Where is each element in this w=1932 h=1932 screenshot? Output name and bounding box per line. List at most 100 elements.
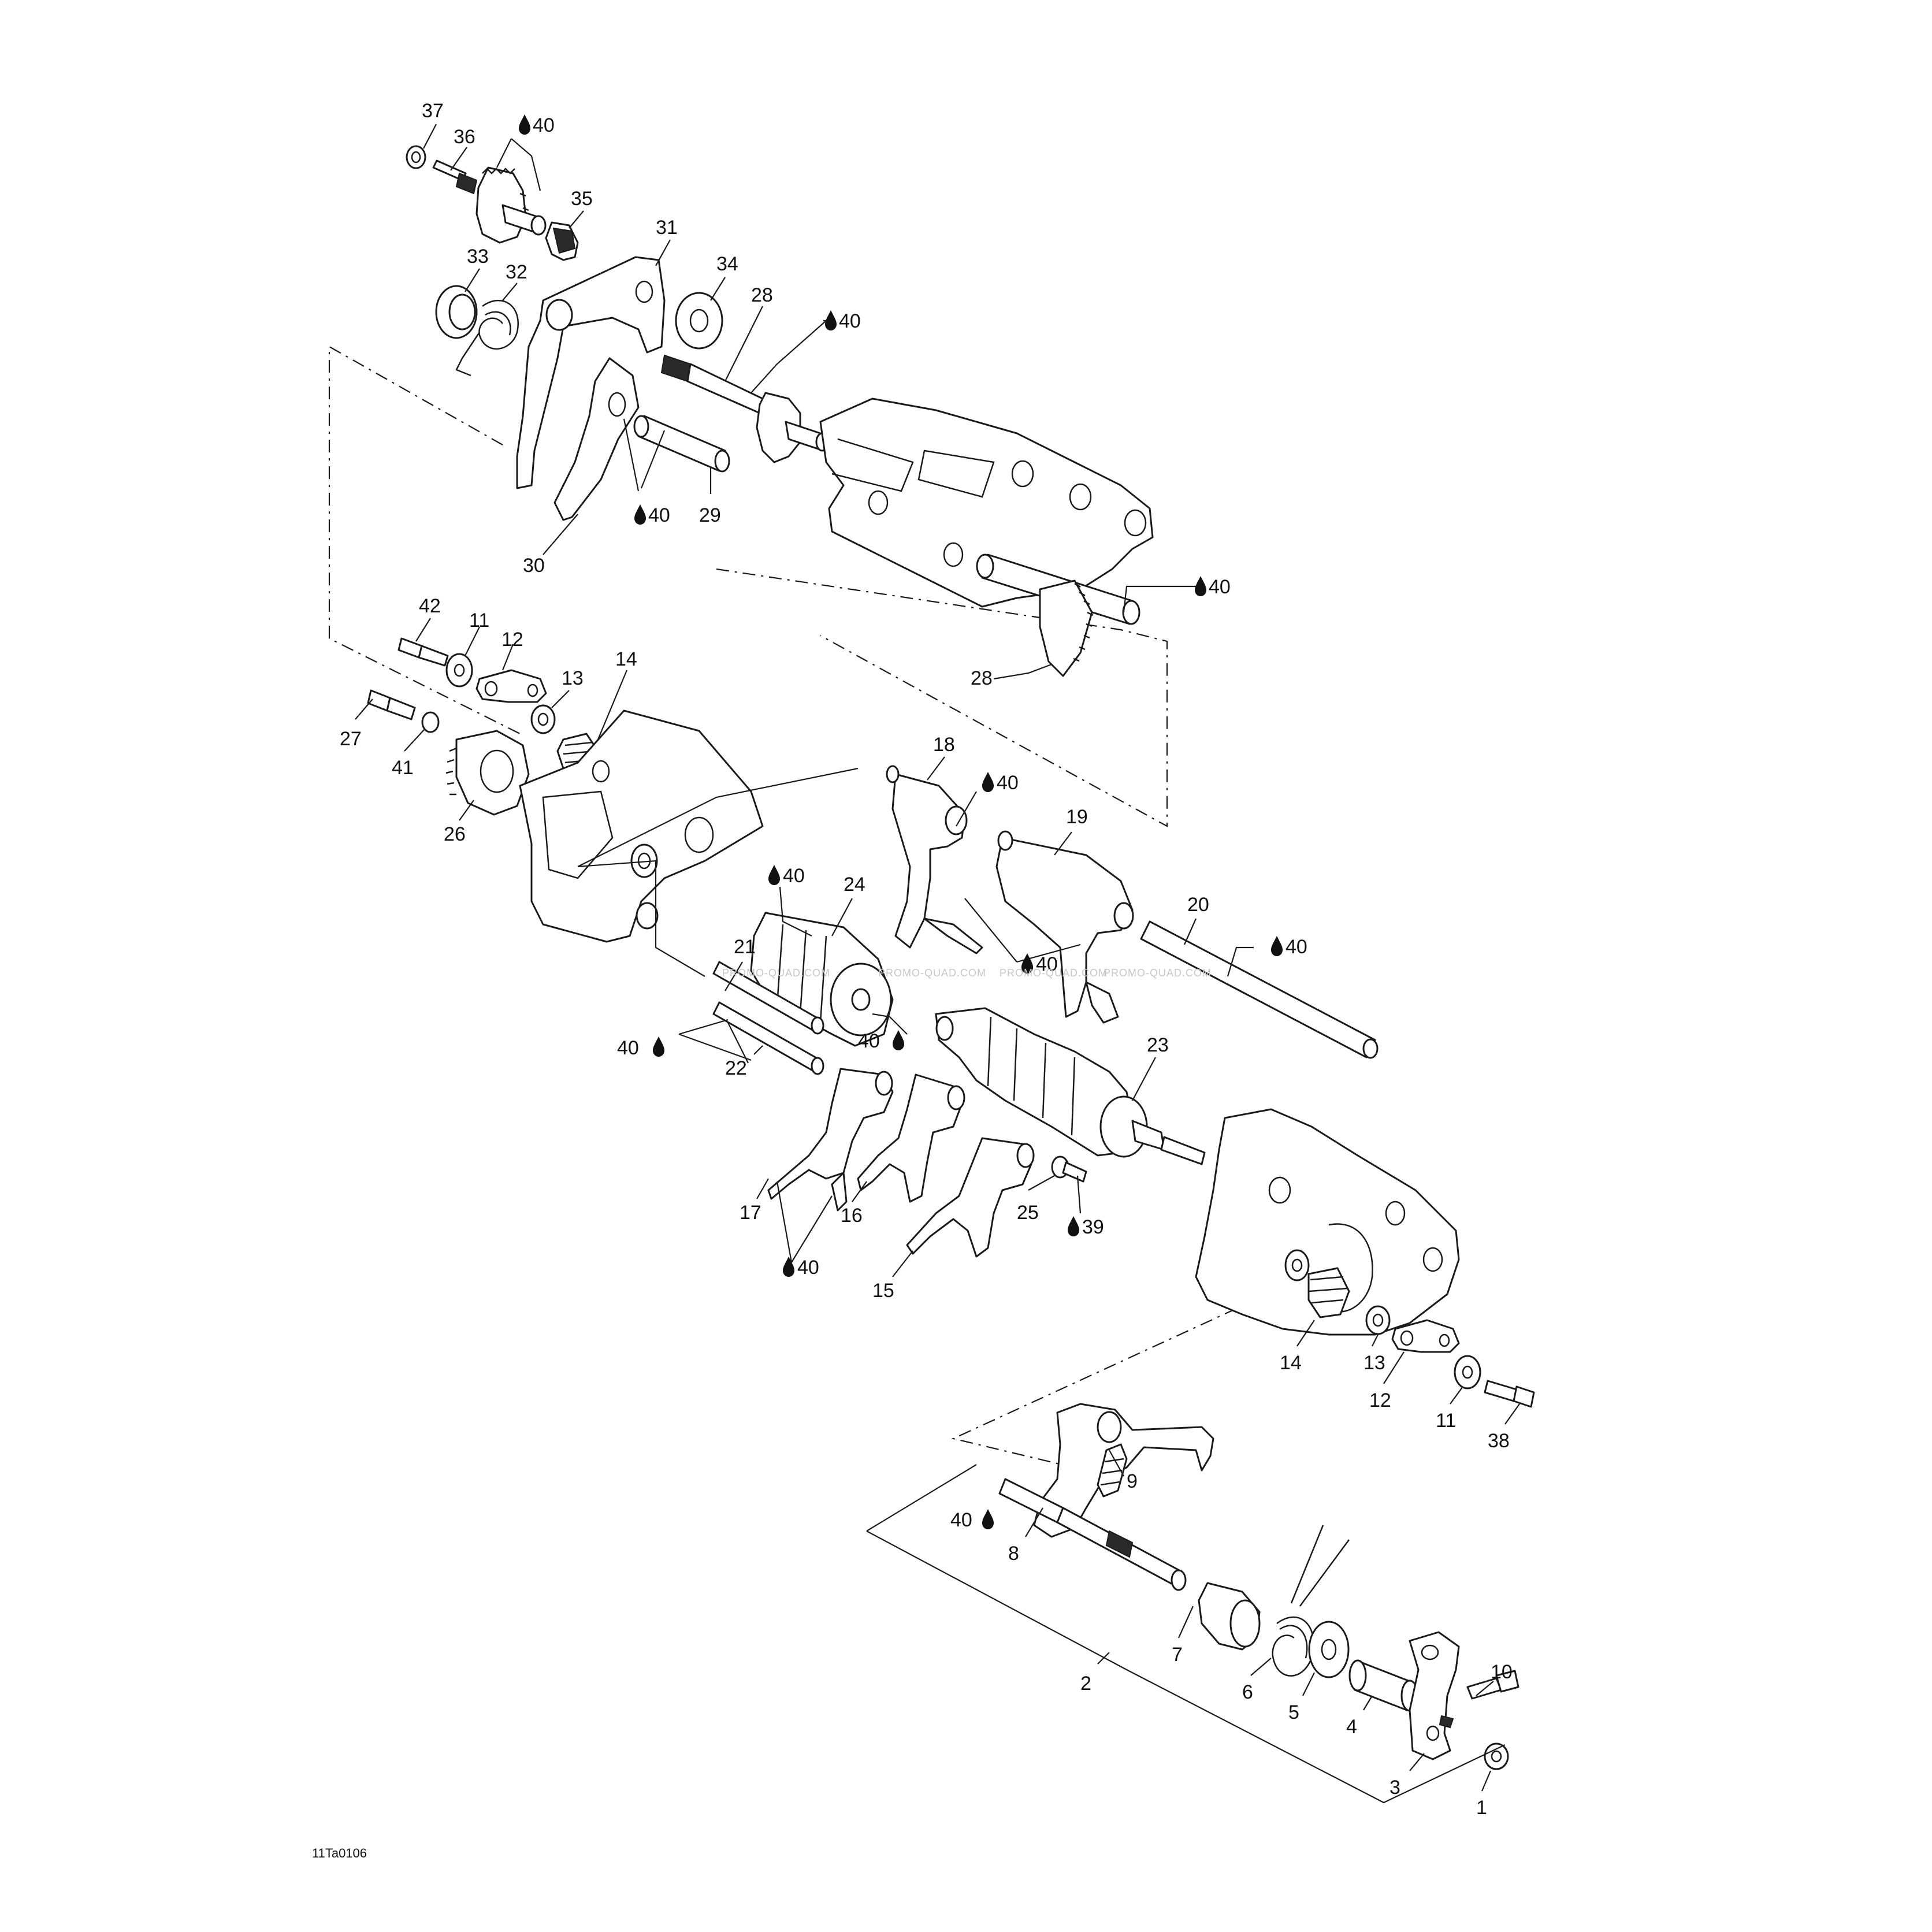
part-10-bolt: [1466, 1670, 1519, 1700]
callout-24: 24: [844, 874, 865, 896]
part-16-shift-fork: [857, 1073, 965, 1203]
callout-15: 15: [872, 1280, 894, 1302]
callout-labels: 37 36 40 35 31 33 32 34 28 40 40 29 30 4…: [340, 100, 1513, 1819]
callout-1: 1: [1476, 1797, 1487, 1819]
part-8-shift-shaft-lever: [998, 1403, 1214, 1591]
callout-40: 40: [797, 1257, 819, 1279]
part-11-washer-left: [445, 653, 473, 688]
callout-19: 19: [1066, 806, 1088, 828]
callout-8: 8: [1008, 1543, 1019, 1565]
part-1-washer: [1484, 1742, 1509, 1770]
part-42-bolt: [397, 637, 449, 667]
part-20-fork-shaft: [1140, 920, 1379, 1059]
part-12-plate-right: [1391, 1319, 1460, 1353]
callout-26: 26: [444, 823, 466, 845]
part-13-bushing-right: [1365, 1305, 1391, 1335]
callout-29: 29: [699, 504, 721, 526]
gearbox-housing-left: [519, 709, 764, 943]
callout-12-right: 12: [1369, 1389, 1391, 1411]
watermark: PROMO-QUAD.COM PROMO-QUAD.COM PROMO-QUAD…: [722, 967, 1212, 979]
callout-11-left: 11: [469, 610, 489, 631]
callout-40: 40: [1036, 953, 1058, 975]
part-14-spring-right: [1307, 1267, 1350, 1318]
oil-drop-icon: [893, 1030, 904, 1050]
callout-38: 38: [1488, 1430, 1510, 1452]
watermark-text: PROMO-QUAD.COM: [1104, 967, 1212, 979]
part-26-ratchet-gear: [445, 730, 530, 816]
part-11-washer-right: [1454, 1355, 1481, 1389]
oil-drop-icon: [634, 504, 646, 525]
callout-10: 10: [1491, 1661, 1513, 1683]
gearbox-housing-right: [1195, 1108, 1460, 1336]
callout-40: 40: [648, 504, 670, 526]
oil-drop-icon: [1271, 936, 1283, 956]
oil-drop-icon: [1068, 1216, 1079, 1236]
part-37-washer: [406, 145, 426, 169]
watermark-text: PROMO-QUAD.COM: [1000, 967, 1108, 979]
part-23-shift-drum: [935, 1007, 1206, 1165]
callout-14-left: 14: [615, 648, 637, 670]
leader-lines: [355, 124, 1520, 1804]
callout-13-right: 13: [1363, 1352, 1385, 1374]
part-38-bolt: [1484, 1380, 1535, 1408]
callout-30: 30: [523, 555, 545, 577]
callout-20: 20: [1187, 894, 1209, 916]
part-28-shift-sector: [1039, 579, 1094, 677]
callout-5: 5: [1288, 1701, 1299, 1723]
callout-40: 40: [617, 1037, 639, 1059]
part-3-shift-lever: [1409, 1631, 1460, 1760]
part-6-torsion-spring: [1272, 1525, 1350, 1677]
callout-11-right: 11: [1436, 1410, 1456, 1432]
callout-21: 21: [734, 936, 756, 958]
oil-drop-icon: [982, 1509, 994, 1529]
callout-14-right: 14: [1280, 1352, 1302, 1374]
part-41-washer: [421, 711, 440, 733]
oil-drop-icon: [783, 1257, 794, 1277]
callout-9: 9: [1127, 1470, 1138, 1492]
oil-drop-icons: [519, 114, 1283, 1529]
part-35-spring: [545, 221, 579, 261]
watermark-text: PROMO-QUAD.COM: [722, 967, 830, 979]
callout-25: 25: [1017, 1202, 1039, 1224]
callout-16: 16: [841, 1205, 863, 1227]
gearbox-housing-upper: [819, 397, 1154, 625]
part-28-shift-shaft-upper: [660, 354, 829, 463]
part-9-spring: [1097, 1443, 1128, 1498]
part-34-washer: [675, 292, 723, 350]
part-30-shift-arm: [553, 357, 640, 521]
callout-22: 22: [725, 1057, 747, 1079]
callout-32: 32: [506, 261, 527, 283]
oil-drop-icon: [768, 865, 780, 885]
callout-13-left: 13: [562, 667, 584, 689]
part-19-shift-fork: [995, 830, 1134, 1024]
oil-drop-icon: [1021, 953, 1033, 974]
callout-33: 33: [467, 246, 489, 267]
part-21-22-shafts: [712, 961, 824, 1075]
part-24-shift-drum-cam: [750, 912, 894, 1047]
oil-drop-icon: [825, 310, 837, 330]
oil-drop-icon: [519, 114, 530, 135]
callout-27: 27: [340, 728, 362, 750]
callout-40: 40: [858, 1030, 880, 1052]
callout-3: 3: [1389, 1777, 1400, 1799]
callout-17: 17: [740, 1202, 761, 1224]
callout-40: 40: [950, 1509, 972, 1531]
callout-6: 6: [1242, 1681, 1253, 1703]
oil-drop-icon: [1195, 576, 1206, 596]
part-4-bushing: [1348, 1659, 1419, 1712]
part-31-shift-lever: [516, 256, 666, 489]
part-13-bushing-left: [530, 704, 556, 734]
figure-code: 11Ta0106: [312, 1846, 367, 1860]
watermark-text: PROMO-QUAD.COM: [878, 967, 986, 979]
callout-36: 36: [454, 126, 475, 148]
callout-40: 40: [1285, 936, 1307, 958]
callout-4: 4: [1346, 1716, 1357, 1738]
callout-12-left: 12: [501, 629, 523, 651]
callout-18: 18: [933, 734, 955, 756]
callout-40: 40: [783, 865, 805, 887]
callout-41: 41: [392, 757, 414, 779]
part-12-plate-left: [475, 669, 547, 703]
callout-40: 40: [533, 114, 555, 136]
callout-37: 37: [422, 100, 444, 122]
